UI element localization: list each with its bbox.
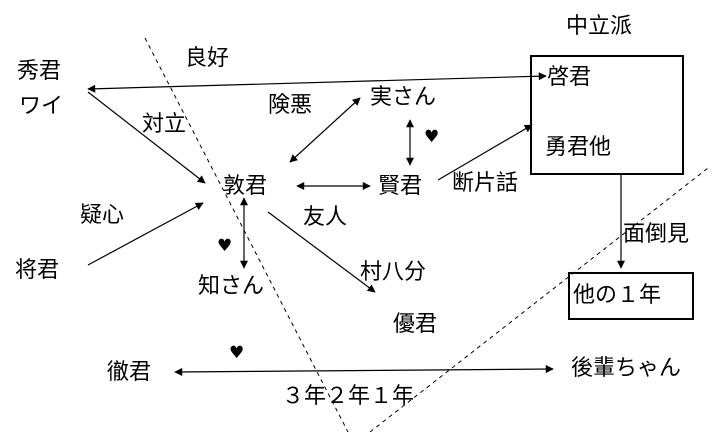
relation-conflict: 対立 <box>142 112 187 137</box>
arrow-hide-kei <box>87 72 547 93</box>
relation-doubt: 疑心 <box>80 203 125 228</box>
neutral-group-box <box>530 55 684 175</box>
node-tomo: 知さん <box>198 274 265 299</box>
arrow-atsushi-yu <box>267 211 376 293</box>
node-kei: 啓君 <box>547 65 592 90</box>
heart-icon: ♥ <box>229 343 245 363</box>
arrow-sho-atsushi <box>87 202 204 266</box>
arrow-atsushi-mi <box>289 97 361 163</box>
node-ken: 賢君 <box>378 174 423 199</box>
arrow-hide-atsushi <box>87 91 206 184</box>
node-mi: 実さん <box>370 85 437 110</box>
neutral-group-label: 中立派 <box>566 14 633 39</box>
relation-ostracism: 村八分 <box>360 260 427 285</box>
node-atsushi: 敦君 <box>223 174 268 199</box>
node-hide: 秀君 <box>17 59 62 84</box>
node-kohai: 後輩ちゃん <box>571 356 682 381</box>
node-yu: 優君 <box>393 312 438 337</box>
node-isamu: 勇君他 <box>545 135 612 160</box>
relation-care: 面倒見 <box>623 222 690 247</box>
node-wai: ワイ <box>19 94 64 119</box>
other-first-years-box <box>568 272 694 320</box>
heart-icon: ♥ <box>424 127 440 147</box>
node-other-first-years: 他の１年 <box>573 283 662 308</box>
arrow-ken-neutral <box>437 124 533 181</box>
relation-hostile: 険悪 <box>268 93 313 118</box>
node-tetsu: 徹君 <box>107 360 152 385</box>
arrow-tetsu-kohai <box>174 365 554 376</box>
relation-good: 良好 <box>185 46 230 71</box>
relation-friend: 友人 <box>303 205 348 230</box>
node-sho: 将君 <box>15 258 60 283</box>
relation-fragment: 断片話 <box>452 171 519 196</box>
heart-icon: ♥ <box>217 236 233 256</box>
grade-divider-3-2 <box>144 37 349 432</box>
grade-label: ３年２年１年 <box>282 384 415 409</box>
